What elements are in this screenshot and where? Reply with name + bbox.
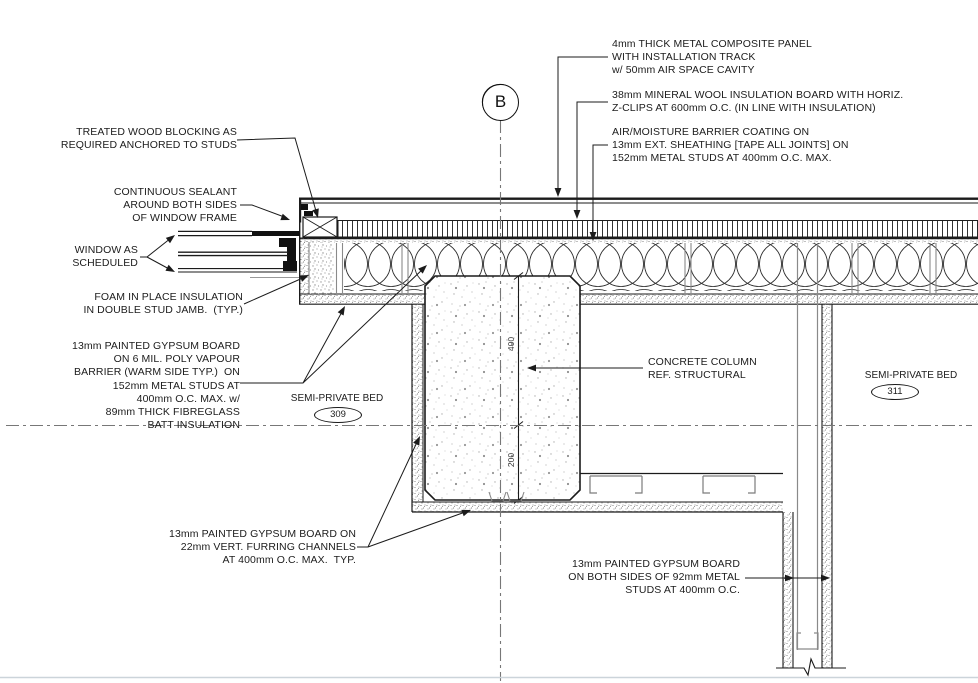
room-309-number: 309 [314, 407, 362, 423]
note-metal-panel: 4mm THICK METAL COMPOSITE PANEL WITH INS… [612, 38, 812, 77]
partition-gypsum-right [822, 304, 832, 668]
jamb-gypsum-return [299, 238, 309, 304]
note-foam: FOAM IN PLACE INSULATION IN DOUBLE STUD … [83, 291, 243, 317]
leader-arrowheads [165, 188, 830, 582]
note-gypsum-exterior: 13mm PAINTED GYPSUM BOARD ON 6 MIL. POLY… [72, 340, 240, 432]
column-furring [411, 304, 783, 513]
window-frame-head [252, 231, 300, 236]
partition-wall [776, 243, 846, 677]
sheathing-band [299, 238, 978, 243]
note-gypsum-partition: 13mm PAINTED GYPSUM BOARD ON BOTH SIDES … [568, 558, 740, 597]
dimension-400: 400 [506, 336, 516, 352]
partition-c-stud [796, 632, 819, 650]
furring-channel [488, 491, 507, 502]
dimension-200: 200 [506, 452, 516, 468]
chase-stud [589, 475, 643, 494]
break-line [776, 657, 846, 677]
note-sealant: CONTINUOUS SEALANT AROUND BOTH SIDES OF … [113, 186, 237, 225]
room-311-name: SEMI-PRIVATE BED [864, 370, 958, 381]
centerlines [6, 120, 972, 681]
metal-studs [335, 243, 937, 293]
room-309-name: SEMI-PRIVATE BED [290, 393, 384, 404]
metal-panel-face [299, 197, 978, 200]
wood-blocking [302, 216, 338, 238]
foam-insulation [309, 242, 334, 294]
exterior-wall-assembly [299, 197, 978, 305]
room-311-number: 311 [871, 384, 919, 400]
note-window: WINDOW AS SCHEDULED [72, 244, 138, 270]
partition-gypsum-left [783, 512, 793, 668]
mineral-wool-band [337, 220, 978, 238]
note-mineral-wool: 38mm MINERAL WOOL INSULATION BOARD WITH … [612, 89, 904, 115]
furred-chase [580, 472, 783, 494]
note-air-barrier: AIR/MOISTURE BARRIER COATING ON 13mm EXT… [612, 126, 849, 165]
note-wood-blocking: TREATED WOOD BLOCKING AS REQUIRED ANCHOR… [60, 126, 237, 152]
window-assembly [178, 230, 300, 278]
note-gypsum-furring: 13mm PAINTED GYPSUM BOARD ON 22mm VERT. … [169, 528, 356, 567]
concrete-column [424, 272, 581, 504]
grid-bubble-label: B [482, 84, 519, 121]
panel-installation-track [301, 204, 308, 210]
note-concrete-column: CONCRETE COLUMN REF. STRUCTURAL [648, 356, 757, 382]
interior-gypsum-band [299, 294, 978, 304]
